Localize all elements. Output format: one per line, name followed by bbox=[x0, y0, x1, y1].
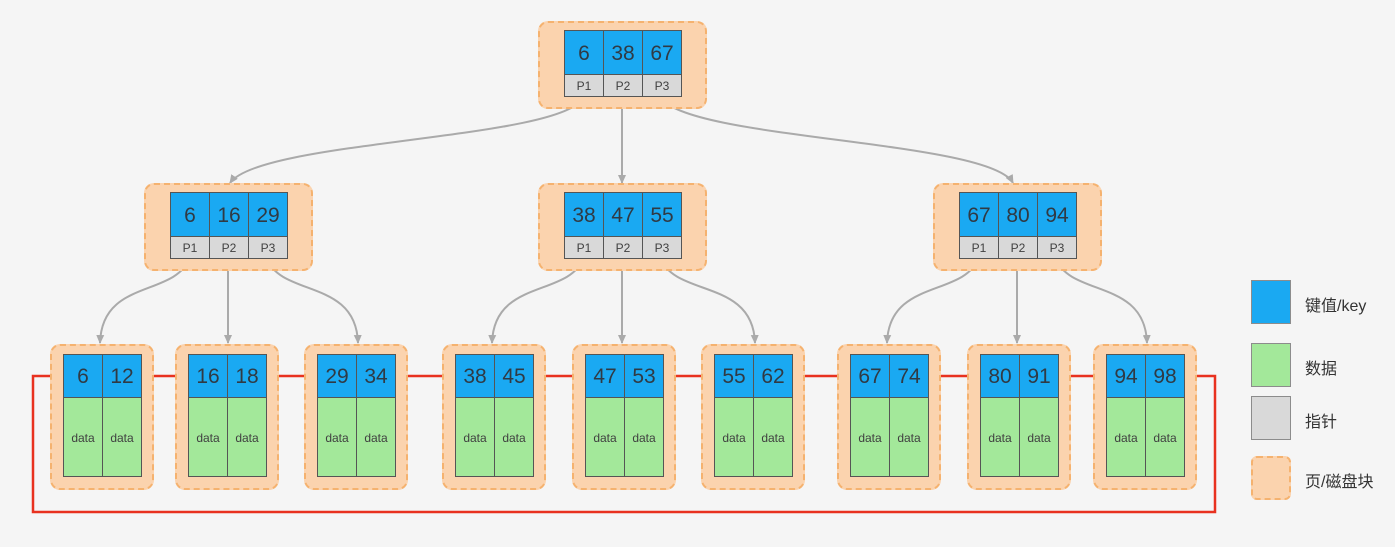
leaf-data-cell: data bbox=[714, 397, 754, 477]
pointer-cell: P3 bbox=[642, 236, 682, 259]
leaf-key-cell: 62 bbox=[753, 354, 793, 398]
key-cell: 47 bbox=[603, 192, 643, 237]
leaf-key-cell: 98 bbox=[1145, 354, 1185, 398]
leaf-data-cell: data bbox=[624, 397, 664, 477]
legend-label: 指针 bbox=[1305, 414, 1338, 431]
key-cell: 29 bbox=[248, 192, 288, 237]
leaf-key-cell: 74 bbox=[889, 354, 929, 398]
leaf-key-cell: 34 bbox=[356, 354, 396, 398]
leaf-data-cell: data bbox=[494, 397, 534, 477]
leaf-key-cell: 38 bbox=[455, 354, 495, 398]
key-cell: 6 bbox=[170, 192, 210, 237]
pointer-cell: P1 bbox=[564, 236, 604, 259]
legend-label: 页/磁盘块 bbox=[1305, 474, 1374, 491]
key-cell: 80 bbox=[998, 192, 1038, 237]
leaf-key-cell: 80 bbox=[980, 354, 1020, 398]
pointer-cell: P3 bbox=[642, 74, 682, 97]
pointer-arrow bbox=[488, 258, 584, 344]
pointer-cell: P3 bbox=[248, 236, 288, 259]
legend-label: 键值/key bbox=[1305, 298, 1367, 315]
leaf-data-cell: data bbox=[980, 397, 1020, 477]
leaf-data-cell: data bbox=[188, 397, 228, 477]
pointer-cell: P2 bbox=[998, 236, 1038, 259]
legend-swatch bbox=[1251, 456, 1291, 500]
pointer-cell: P2 bbox=[603, 74, 643, 97]
pointer-cell: P2 bbox=[209, 236, 249, 259]
leaf-wrap-link bbox=[31, 372, 1217, 514]
leaf-key-cell: 94 bbox=[1106, 354, 1146, 398]
pointer-cell: P1 bbox=[564, 74, 604, 97]
key-cell: 38 bbox=[603, 30, 643, 75]
leaf-data-cell: data bbox=[753, 397, 793, 477]
legend-swatch bbox=[1251, 396, 1291, 440]
leaf-key-cell: 29 bbox=[317, 354, 357, 398]
pointer-arrow bbox=[266, 258, 362, 344]
legend-swatch bbox=[1251, 280, 1291, 324]
leaf-data-cell: data bbox=[317, 397, 357, 477]
leaf-key-cell: 91 bbox=[1019, 354, 1059, 398]
pointer-cell: P3 bbox=[1037, 236, 1077, 259]
leaf-key-cell: 6 bbox=[63, 354, 103, 398]
leaf-data-cell: data bbox=[1145, 397, 1185, 477]
leaf-data-cell: data bbox=[227, 397, 267, 477]
leaf-data-cell: data bbox=[850, 397, 890, 477]
leaf-key-cell: 12 bbox=[102, 354, 142, 398]
pointer-cell: P2 bbox=[603, 236, 643, 259]
pointer-cell: P1 bbox=[170, 236, 210, 259]
legend-label: 数据 bbox=[1305, 361, 1338, 378]
leaf-data-cell: data bbox=[102, 397, 142, 477]
key-cell: 55 bbox=[642, 192, 682, 237]
key-cell: 6 bbox=[564, 30, 604, 75]
leaf-key-cell: 18 bbox=[227, 354, 267, 398]
root-p3-arrow bbox=[660, 97, 1014, 184]
leaf-data-cell: data bbox=[356, 397, 396, 477]
leaf-key-cell: 53 bbox=[624, 354, 664, 398]
leaf-key-cell: 55 bbox=[714, 354, 754, 398]
legend-swatch bbox=[1251, 343, 1291, 387]
key-cell: 67 bbox=[642, 30, 682, 75]
pointer-cell: P1 bbox=[959, 236, 999, 259]
pointer-arrow bbox=[660, 258, 759, 344]
leaf-key-cell: 45 bbox=[494, 354, 534, 398]
leaf-data-cell: data bbox=[63, 397, 103, 477]
leaf-key-cell: 67 bbox=[850, 354, 890, 398]
pointer-arrow bbox=[96, 258, 190, 344]
leaf-data-cell: data bbox=[455, 397, 495, 477]
root-p1-arrow bbox=[229, 97, 584, 184]
key-cell: 38 bbox=[564, 192, 604, 237]
leaf-data-cell: data bbox=[585, 397, 625, 477]
leaf-data-cell: data bbox=[1019, 397, 1059, 477]
leaf-data-cell: data bbox=[889, 397, 929, 477]
key-cell: 94 bbox=[1037, 192, 1077, 237]
leaf-data-cell: data bbox=[1106, 397, 1146, 477]
pointer-arrow bbox=[883, 258, 979, 344]
leaf-key-cell: 47 bbox=[585, 354, 625, 398]
leaf-key-cell: 16 bbox=[188, 354, 228, 398]
pointer-arrow bbox=[1055, 258, 1151, 344]
key-cell: 67 bbox=[959, 192, 999, 237]
key-cell: 16 bbox=[209, 192, 249, 237]
